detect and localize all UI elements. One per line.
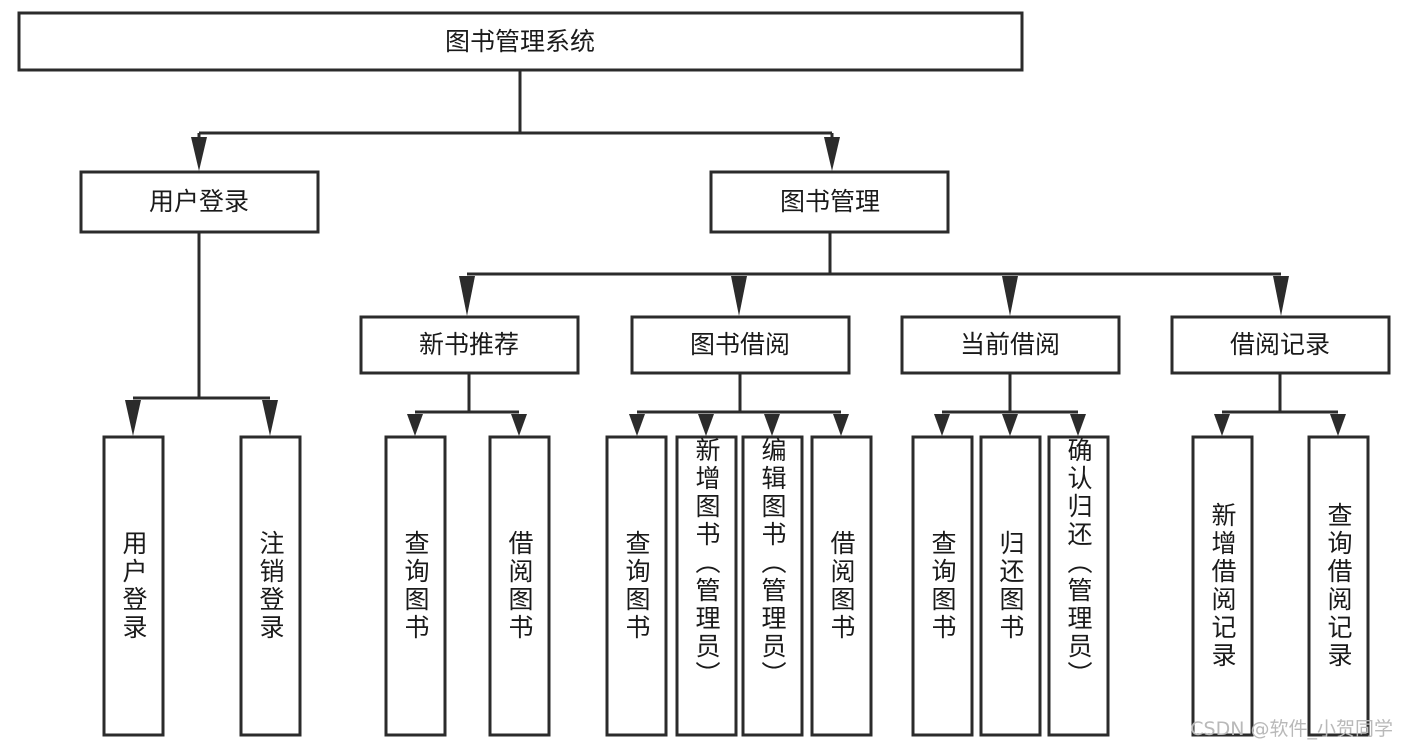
node-borrow-record-box[interactable] [1170,315,1391,375]
arrowhead-leaf-newbook-borrow [511,414,527,436]
arrowhead-leaf-br-add [1214,414,1230,436]
node-current-borrow-box[interactable] [900,315,1121,375]
node-root-box[interactable] [17,11,1024,72]
arrowhead-leaf-cb-return [1002,414,1018,436]
node-new-book[interactable]: 新书推荐 [359,315,580,375]
node-book-manage-label: 图书管理 [780,187,880,216]
csdn-watermark: CSDN @软件_小贺同学 [1190,718,1393,740]
node-root[interactable]: 图书管理系统 [17,11,1024,72]
arrowhead-to-borrow-record [1273,276,1289,316]
leaf-box-bb-edit[interactable] [741,435,804,737]
arrowhead-leaf-logout [262,400,278,436]
arrowhead-to-user-login [191,137,207,171]
leaf-box-user-login[interactable] [102,435,165,737]
arrowhead-to-book-manage [824,137,840,171]
node-user-login-label: 用户登录 [149,187,249,216]
node-borrow-record[interactable]: 借阅记录 [1170,315,1391,375]
leaf-box-br-add[interactable] [1191,435,1254,737]
leaf-box-bb-add[interactable] [675,435,738,737]
leaf-box-cb-return[interactable] [979,435,1042,737]
arrowhead-leaf-bb-query [629,414,645,436]
arrowhead-leaf-user-login [125,400,141,436]
node-new-book-box[interactable] [359,315,580,375]
node-borrow-record-label: 借阅记录 [1230,330,1330,359]
node-user-login[interactable]: 用户登录 [79,170,320,234]
node-book-manage-box[interactable] [709,170,950,234]
leaf-box-br-query[interactable] [1307,435,1370,737]
arrowhead-to-current-borrow [1002,276,1018,316]
arrowhead-leaf-br-query [1330,414,1346,436]
node-current-borrow[interactable]: 当前借阅 [900,315,1121,375]
leaf-box-cb-query[interactable] [911,435,974,737]
node-book-borrow-label: 图书借阅 [690,330,790,359]
arrowhead-leaf-cb-query [934,414,950,436]
arrowhead-to-book-borrow [731,276,747,316]
leaf-box-cb-confirm[interactable] [1047,435,1110,737]
leaf-box-logout[interactable] [239,435,302,737]
arrowhead-leaf-bb-add [698,414,714,436]
node-new-book-label: 新书推荐 [419,330,519,359]
leaf-box-newbook-borrow[interactable] [488,435,551,737]
node-current-borrow-label: 当前借阅 [960,330,1060,359]
arrowhead-leaf-cb-confirm [1070,414,1086,436]
node-book-borrow[interactable]: 图书借阅 [630,315,851,375]
leaf-box-bb-query[interactable] [605,435,668,737]
arrowhead-leaf-bb-borrow [833,414,849,436]
leaf-box-newbook-query[interactable] [384,435,447,737]
node-root-label: 图书管理系统 [445,27,595,56]
arrowhead-leaf-bb-edit [764,414,780,436]
leaf-box-bb-borrow[interactable] [810,435,873,737]
node-book-manage[interactable]: 图书管理 [709,170,950,234]
arrowhead-to-new-book [459,276,475,316]
arrowhead-leaf-newbook-query [407,414,423,436]
